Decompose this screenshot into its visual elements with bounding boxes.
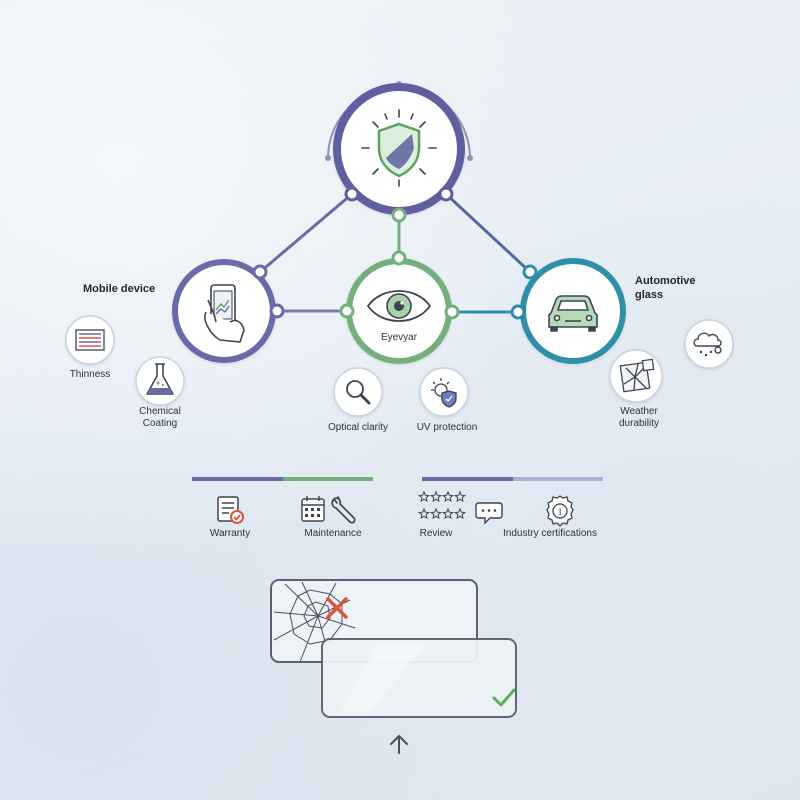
wrench-icon (331, 496, 356, 524)
divider-right-lilac (513, 477, 603, 481)
chemical-label-line2: Coating (142, 418, 178, 429)
chemical-label-line1: Chemical (139, 406, 181, 417)
star-icon (441, 507, 455, 520)
weather-label: Weather durability (606, 406, 672, 430)
eye-icon (366, 290, 432, 322)
shield-icon (361, 109, 437, 187)
automotive-heading-line1: Automotive (635, 275, 696, 287)
star-icon (453, 507, 467, 520)
arrow-up-icon (390, 735, 408, 754)
optical-label: Optical clarity (327, 422, 388, 433)
mobile-heading: Mobile device (83, 283, 156, 295)
uv-label: UV protection (416, 422, 478, 433)
svg-text:1: 1 (558, 507, 563, 518)
certifications-label: Industry certifications (503, 528, 597, 539)
optical-node[interactable] (333, 367, 383, 417)
star-icon (429, 490, 443, 503)
uv-shield-icon (431, 378, 457, 408)
magnifier-icon (346, 380, 371, 405)
divider-left-green (283, 477, 373, 481)
star-icon (453, 490, 467, 503)
thinness-label: Thinness (69, 369, 111, 380)
car-icon (548, 295, 598, 332)
smartphone-icon (204, 284, 245, 343)
joint-dot (269, 303, 285, 319)
cloud-weather-icon (693, 332, 722, 357)
chemical-label: Chemical Coating (125, 406, 195, 430)
joint-dot (344, 186, 360, 202)
star-icon (417, 507, 431, 520)
joint-dot (391, 250, 407, 266)
weather-label-line1: Weather (620, 406, 658, 417)
joint-dot (510, 304, 526, 320)
joint-dot (522, 264, 538, 280)
joint-dot (252, 264, 268, 280)
star-icon (441, 490, 455, 503)
joint-dot (339, 303, 355, 319)
divider-right-purple (422, 477, 513, 481)
stars-icon (417, 490, 467, 520)
divider-left-purple (192, 477, 283, 481)
cracked-glass-icon (619, 358, 655, 393)
automotive-heading-line2: glass (635, 289, 664, 301)
intact-glass-pane (321, 638, 517, 718)
warranty-label: Warranty (209, 528, 251, 539)
weather-label-line2: durability (618, 418, 660, 429)
calendar-icon (301, 496, 325, 522)
maintenance-label: Maintenance (304, 528, 362, 539)
arc-dot (325, 155, 331, 161)
joint-dot (438, 186, 454, 202)
certificate-badge-icon: 1 (546, 495, 574, 527)
connector-top-right (444, 192, 532, 274)
review-label: Review (419, 528, 453, 539)
chat-icon (475, 502, 503, 525)
joint-dot (391, 207, 407, 223)
flask-icon (146, 363, 174, 395)
star-icon (429, 507, 443, 520)
layers-icon (75, 329, 105, 351)
automotive-heading: Automotive glass (635, 274, 696, 302)
hub-label: Eyevyar (381, 332, 418, 343)
warranty-icon (217, 496, 244, 524)
joint-dot (444, 304, 460, 320)
arc-dot (467, 155, 473, 161)
connector-top-left (259, 192, 353, 274)
star-icon (417, 490, 431, 503)
